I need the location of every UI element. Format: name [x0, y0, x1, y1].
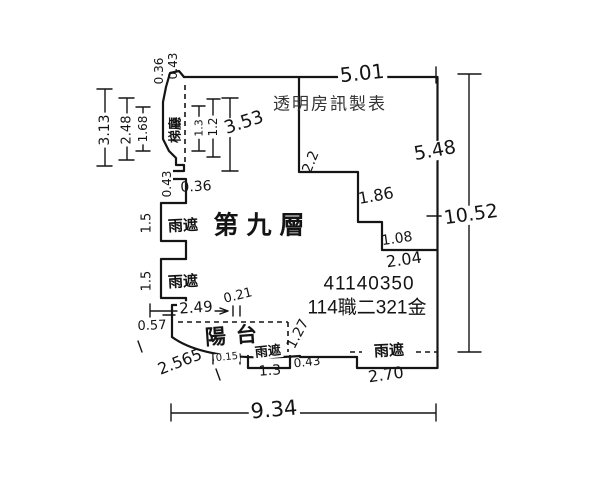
dimension-label-d15b: 1.5	[139, 270, 155, 292]
doc-number: 114職二321金	[307, 297, 427, 319]
rain-shelter-label: 雨遮	[167, 271, 199, 292]
dimension-label-d15a: 1.5	[139, 212, 155, 234]
dimension-label-d313: 3.13	[97, 112, 113, 148]
watermark-maker: 透明房訊製表	[273, 94, 387, 114]
dimension-label-d043l: 0.43	[160, 168, 174, 200]
dimension-label-d036t: 0.36	[152, 57, 166, 85]
dashed-boundaries	[178, 85, 437, 353]
dimension-label-d934: 9.34	[247, 395, 301, 424]
dimension-label-d108: 1.08	[380, 228, 414, 250]
dimension-label-d501: 5.01	[336, 58, 388, 88]
floor-title: 第九層	[213, 210, 313, 240]
room-label-stair-hall: 梯廳	[168, 116, 184, 144]
dimension-label-d036l: 0.36	[180, 178, 212, 196]
case-number: 41140350	[323, 273, 415, 295]
dimension-label-d057: 0.57	[137, 317, 167, 335]
rain-shelter-label: 雨遮	[167, 215, 199, 236]
dimension-label-d168: 1.68	[136, 113, 150, 145]
dimension-label-d043t: 0.43	[166, 52, 180, 80]
dimension-label-d043b: 0.43	[292, 353, 322, 371]
dimension-label-d249: 2.49	[176, 297, 216, 318]
dimension-label-d248: 2.48	[119, 113, 135, 147]
dimension-label-d13b: 1.3	[258, 362, 282, 380]
wall-outline	[159, 69, 439, 370]
rain-shelter-label: 雨遮	[371, 340, 407, 361]
rain-shelter-label: 雨遮	[252, 343, 284, 361]
dimension-label-d12a: 1.2	[206, 115, 220, 139]
dimension-label-d13a: 1.3	[192, 117, 206, 139]
